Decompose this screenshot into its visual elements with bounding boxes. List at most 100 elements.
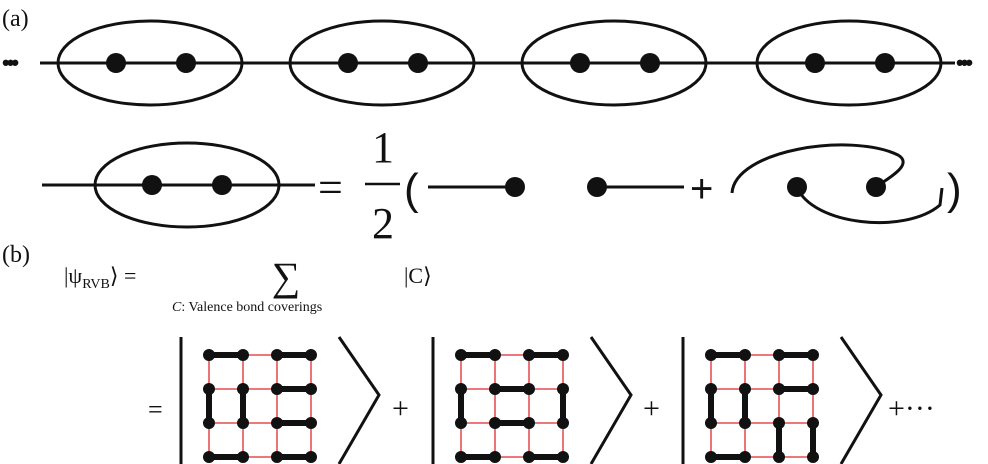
singlet-ellipse-1 — [56, 19, 244, 107]
rvb-state-lhs: |ψRVB⟩ = — [64, 263, 136, 292]
lattice-site — [271, 383, 283, 395]
lattice-site — [557, 451, 569, 463]
lattice-site — [271, 349, 283, 361]
lattice-site — [455, 451, 467, 463]
lattice-site — [305, 383, 317, 395]
term2-arc-upper — [730, 143, 905, 194]
lattice-site — [305, 349, 317, 361]
lattice-site — [237, 349, 249, 361]
lattice-site — [523, 417, 535, 429]
chain-site — [106, 53, 126, 73]
lattice-site — [807, 383, 819, 395]
lattice-site — [237, 451, 249, 463]
lattice-site — [237, 383, 249, 395]
term1-site-left — [505, 177, 525, 197]
lattice-site — [739, 451, 751, 463]
singlet-def-site — [212, 175, 232, 195]
lattice-site — [489, 349, 501, 361]
singlet-def-ellipse — [93, 141, 281, 229]
lattice-site — [739, 383, 751, 395]
lattice-site — [489, 417, 501, 429]
lattice-site — [455, 383, 467, 395]
lattice-site — [773, 451, 785, 463]
chain-site — [805, 53, 825, 73]
chain-site — [640, 53, 660, 73]
lattice-site — [807, 417, 819, 429]
ket-angle — [337, 336, 381, 464]
rvb-psi: |ψ — [64, 263, 82, 288]
fraction-numerator: 1 — [372, 123, 394, 172]
sum-subscript: C: Valence bond coverings — [172, 300, 322, 315]
term2-site-left — [787, 177, 807, 197]
lattice-site — [203, 383, 215, 395]
lattice-site — [523, 349, 535, 361]
lattice-site — [305, 417, 317, 429]
chain-ellipsis-left: ••• — [2, 50, 18, 75]
sum-subscript-c: C — [172, 300, 182, 315]
plus-ellipsis: +··· — [888, 392, 935, 425]
rvb-subscript: RVB — [82, 277, 110, 292]
plus-1: + — [392, 392, 409, 425]
lattice-site — [557, 349, 569, 361]
lattice-site — [773, 349, 785, 361]
ket-c: |C⟩ — [404, 263, 432, 288]
covering-kets — [179, 336, 883, 464]
singlet-ellipse-2 — [288, 19, 476, 107]
sum-symbol: ∑ — [272, 254, 301, 299]
chain-site — [338, 53, 358, 73]
covering-3 — [681, 336, 883, 464]
open-paren: ( — [404, 165, 419, 214]
singlet-ellipse-3 — [520, 19, 708, 107]
lattice-site — [773, 383, 785, 395]
equals-sign: = — [318, 163, 343, 212]
term2-arc-lower — [795, 186, 944, 224]
rvb-rangle-equals: ⟩ = — [110, 263, 137, 288]
lattice-site — [489, 383, 501, 395]
singlet-def-site — [142, 175, 162, 195]
covering-2 — [431, 336, 633, 464]
close-paren: ) — [947, 165, 962, 214]
lattice-site — [705, 383, 717, 395]
lattice-site — [705, 349, 717, 361]
lattice-site — [705, 451, 717, 463]
lattice-site — [705, 417, 717, 429]
lattice-site — [557, 417, 569, 429]
lattice-site — [523, 451, 535, 463]
chain-ellipsis-right: ••• — [956, 50, 972, 75]
ket-angle — [839, 336, 883, 464]
lattice-site — [773, 417, 785, 429]
lattice-site — [305, 451, 317, 463]
sum-subscript-text: : Valence bond coverings — [181, 300, 322, 315]
lattice-site — [203, 417, 215, 429]
chain-site — [408, 53, 428, 73]
ket-angle — [589, 336, 633, 464]
term2-site-right — [866, 177, 886, 197]
lattice-site — [557, 383, 569, 395]
lattice-site — [807, 451, 819, 463]
singlet-ellipse-4 — [755, 19, 943, 107]
lattice-site — [523, 383, 535, 395]
lattice-site — [455, 349, 467, 361]
lattice-site — [271, 417, 283, 429]
lattice-site — [739, 417, 751, 429]
lattice-site — [489, 451, 501, 463]
lattice-site — [271, 451, 283, 463]
plus-2: + — [643, 392, 660, 425]
lattice-site — [203, 451, 215, 463]
plus-sign: + — [690, 167, 713, 211]
lattice-site — [237, 417, 249, 429]
term1-site-right — [587, 177, 607, 197]
panel-b-label: (b) — [2, 242, 30, 268]
lattice-site — [455, 417, 467, 429]
panel-a-label: (a) — [2, 6, 29, 32]
chain-site — [875, 53, 895, 73]
covering-1 — [179, 336, 381, 464]
lattice-site — [739, 349, 751, 361]
chain-site — [176, 53, 196, 73]
lattice-site — [203, 349, 215, 361]
lattice-site — [807, 349, 819, 361]
coverings-equals: = — [148, 395, 163, 424]
chain-site — [570, 53, 590, 73]
fraction-denominator: 2 — [372, 199, 394, 248]
